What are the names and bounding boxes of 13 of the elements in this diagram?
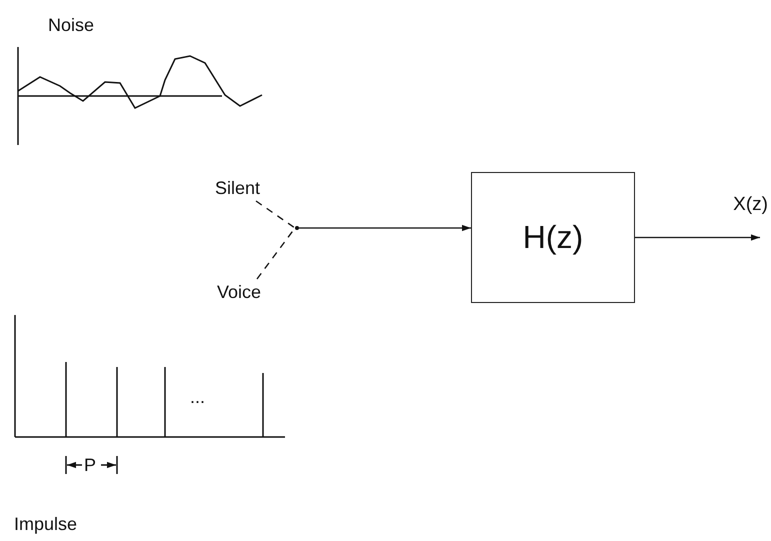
signal-label: Noise [48,14,94,36]
output-label: X(z) [733,194,768,216]
signal-label: Impulse [14,513,78,535]
input-label: Silent [215,177,260,199]
arrow [299,224,471,232]
filter-box [471,172,635,303]
junction-point [295,226,299,230]
dashed-line [256,200,296,229]
input-label: Voice [217,281,262,303]
filter-label: H(z) [522,219,584,256]
arrow [635,234,760,241]
period-label: P [84,454,96,476]
ellipsis-label: ... [190,386,206,408]
